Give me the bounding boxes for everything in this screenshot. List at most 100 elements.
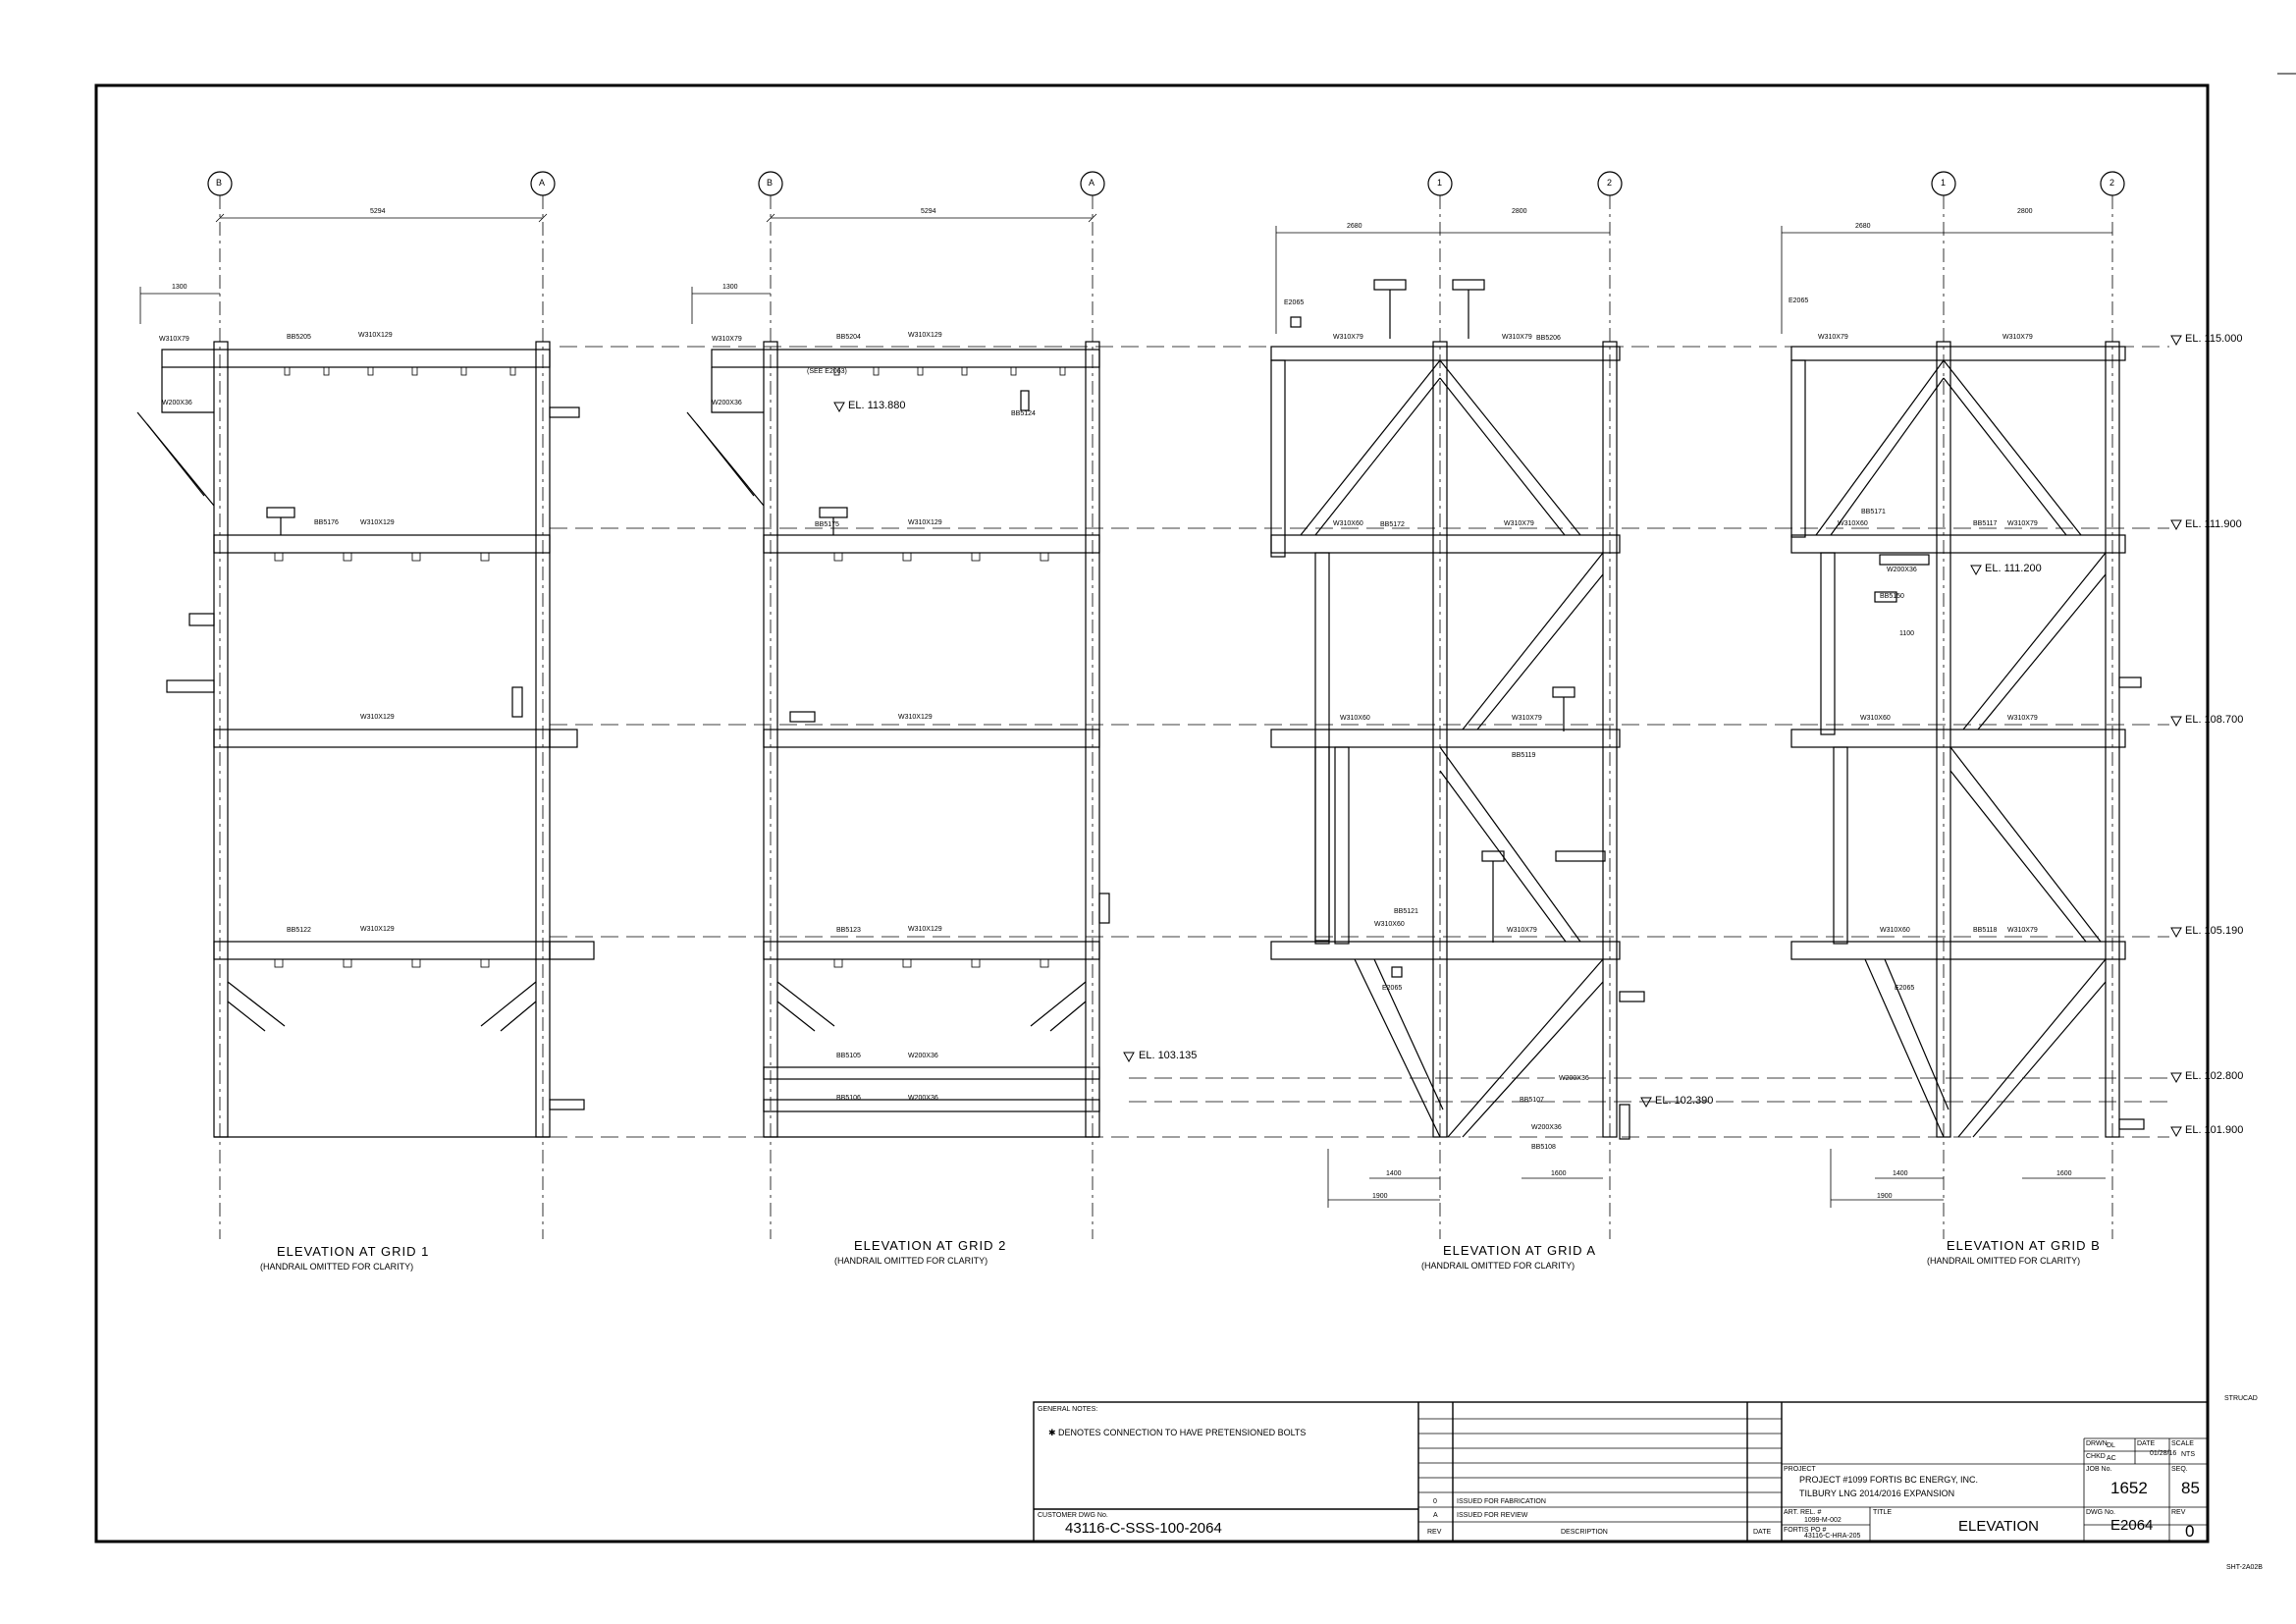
- notes-header: GENERAL NOTES:: [1038, 1406, 1098, 1413]
- dimension-label: 2800: [2017, 208, 2033, 215]
- project-line-1: PROJECT #1099 FORTIS BC ENERGY, INC.: [1799, 1475, 1979, 1485]
- date-header: DATE: [1753, 1529, 1772, 1536]
- elevation-label: EL. 102.390: [1655, 1095, 1714, 1107]
- member-label: W310X129: [358, 332, 393, 339]
- elevation-label: EL. 102.800: [2185, 1070, 2244, 1082]
- rev-description: ISSUED FOR FABRICATION: [1457, 1498, 1546, 1505]
- member-label: W310X129: [360, 926, 395, 933]
- member-label: W310X129: [360, 714, 395, 721]
- section-callout: E2065: [1895, 985, 1915, 992]
- drwn-value: DL: [2107, 1442, 2115, 1449]
- project-label: PROJECT: [1784, 1466, 1816, 1473]
- view-subtitle: (HANDRAIL OMITTED FOR CLARITY): [834, 1256, 988, 1266]
- member-label: W310X79: [2007, 715, 2038, 722]
- member-label: W310X129: [908, 332, 942, 339]
- rev-number: A: [1433, 1512, 1438, 1519]
- general-note: ✱ DENOTES CONNECTION TO HAVE PRETENSIONE…: [1048, 1428, 1307, 1437]
- chkd-label: CHKD: [2086, 1453, 2106, 1460]
- seq-number: 85: [2181, 1479, 2200, 1497]
- member-label: W200X36: [908, 1053, 938, 1059]
- rev-label: REV: [2171, 1509, 2186, 1516]
- grid-label: B: [216, 178, 223, 188]
- elevation-label: EL. 103.135: [1139, 1050, 1198, 1061]
- rev-description: ISSUED FOR REVIEW: [1457, 1512, 1528, 1519]
- dimension-label: 1300: [172, 284, 187, 291]
- member-label: W310X79: [2002, 334, 2033, 341]
- elevation-label: EL. 105.190: [2185, 925, 2244, 937]
- member-label: W310X60: [1838, 520, 1868, 527]
- member-label: W310X129: [908, 926, 942, 933]
- customer-dwg-label: CUSTOMER DWG No.: [1038, 1512, 1108, 1519]
- view-subtitle: (HANDRAIL OMITTED FOR CLARITY): [260, 1262, 414, 1272]
- dimension-label: 1600: [2056, 1170, 2072, 1177]
- fortis-label: FORTIS PO #: [1784, 1527, 1827, 1534]
- dimension-label: 5294: [370, 208, 386, 215]
- member-label: W310X79: [1507, 927, 1537, 934]
- piece-mark: BB5118: [1973, 927, 1998, 934]
- piece-mark: BB5121: [1394, 908, 1418, 915]
- grid-label: A: [539, 178, 546, 188]
- member-label: W310X60: [1333, 520, 1363, 527]
- customer-dwg-number: 43116-C-SSS-100-2064: [1065, 1520, 1222, 1537]
- piece-mark: BB5171: [1861, 509, 1886, 515]
- piece-mark: BB5117: [1973, 520, 1998, 527]
- member-label: W310X129: [360, 519, 395, 526]
- grid-label: 2: [1607, 178, 1613, 188]
- seq-label: SEQ.: [2171, 1466, 2188, 1473]
- section-callout: E2065: [1382, 985, 1403, 992]
- member-label: (SEE E2063): [807, 368, 847, 375]
- job-number: 1652: [2110, 1479, 2148, 1497]
- elevation-label: EL. 108.700: [2185, 714, 2244, 726]
- grid-label: A: [1089, 178, 1095, 188]
- elevation-label: EL. 111.900: [2185, 518, 2242, 530]
- grid-label: 2: [2109, 178, 2115, 188]
- member-label: W200X36: [1559, 1075, 1589, 1082]
- arr-label: ART. REL. #: [1784, 1509, 1822, 1516]
- revision-value: 0: [2185, 1522, 2195, 1541]
- piece-mark: BB5119: [1512, 752, 1536, 759]
- dimension-label: 5294: [921, 208, 936, 215]
- elevation-markers: [833, 335, 2182, 1138]
- section-callout: E2065: [1284, 299, 1305, 306]
- chkd-value: AC: [2107, 1455, 2116, 1462]
- fortis-value: 43116-C-HRA-205: [1804, 1533, 1861, 1540]
- piece-mark: BB5123: [836, 927, 861, 934]
- view-subtitle: (HANDRAIL OMITTED FOR CLARITY): [1421, 1261, 1575, 1271]
- piece-mark: BB5106: [836, 1095, 861, 1102]
- piece-mark: BB5206: [1536, 335, 1561, 342]
- view-title-grid-1: ELEVATION AT GRID 1: [277, 1244, 430, 1259]
- rev-header: REV: [1427, 1529, 1442, 1536]
- dimension-label: 2680: [1347, 223, 1362, 230]
- drwn-label: DRWN: [2086, 1440, 2108, 1447]
- rev-number: 0: [1433, 1498, 1437, 1505]
- date-label: DATE: [2137, 1440, 2156, 1447]
- piece-mark: BB5205: [287, 334, 311, 341]
- dimension-label: 1400: [1386, 1170, 1402, 1177]
- dimension-label: 2680: [1855, 223, 1871, 230]
- member-label: W310X79: [1818, 334, 1848, 341]
- view-title-grid-a: ELEVATION AT GRID A: [1443, 1243, 1597, 1258]
- elevation-label: EL. 113.880: [848, 400, 906, 411]
- drawing-title: ELEVATION: [1958, 1518, 2039, 1535]
- member-label: W310X60: [1860, 715, 1891, 722]
- member-label: W200X36: [712, 400, 742, 406]
- title-label: TITLE: [1873, 1509, 1893, 1516]
- piece-mark: BB5150: [1880, 593, 1904, 600]
- member-label: W310X79: [2007, 520, 2038, 527]
- description-header: DESCRIPTION: [1561, 1529, 1608, 1536]
- dimension-label: 1100: [1899, 630, 1915, 637]
- member-label: W310X60: [1880, 927, 1910, 934]
- piece-mark: BB5122: [287, 927, 311, 934]
- piece-mark: BB5124: [1011, 410, 1036, 417]
- member-label: W200X36: [1531, 1124, 1562, 1131]
- member-label: W310X79: [1512, 715, 1542, 722]
- job-label: JOB No.: [2086, 1466, 2112, 1473]
- section-callout: E2065: [1789, 298, 1809, 304]
- view-title-grid-b: ELEVATION AT GRID B: [1947, 1238, 2101, 1253]
- dimension-label: 1400: [1893, 1170, 1908, 1177]
- scale-value: NTS: [2181, 1451, 2195, 1458]
- grid-label: 1: [1437, 178, 1443, 188]
- piece-mark: BB5105: [836, 1053, 861, 1059]
- member-label: W310X60: [1340, 715, 1370, 722]
- arr-value: 1099-M-002: [1804, 1517, 1842, 1524]
